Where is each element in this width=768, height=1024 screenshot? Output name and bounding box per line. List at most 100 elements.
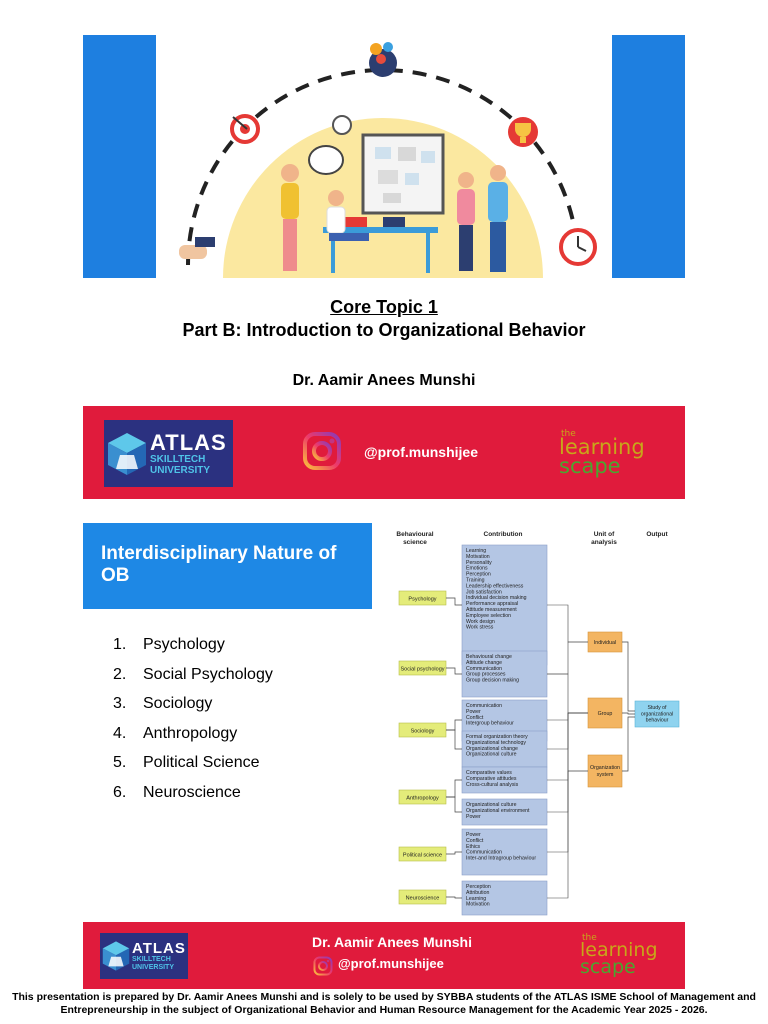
connector-line: [622, 641, 635, 712]
unit-box: [587, 754, 623, 788]
list-item-number: 2.: [113, 665, 127, 683]
list-item: 1.Psychology: [113, 636, 273, 666]
contribution-item: Work design: [466, 619, 495, 625]
contribution-box: [461, 828, 548, 876]
connector-line: [547, 641, 588, 675]
contribution-item: Cross-cultural analysis: [466, 782, 519, 788]
output-box: [634, 700, 680, 728]
contribution-item: Emotions: [466, 566, 488, 572]
connector-line: [622, 716, 635, 772]
title-block: Core Topic 1 Part B: Introduction to Org…: [0, 296, 768, 342]
contribution-item: Power: [466, 832, 481, 838]
contribution-item: Formal organization theory: [466, 734, 528, 740]
contribution-item: Organizational culture: [466, 802, 517, 808]
contribution-box: [461, 766, 548, 794]
list-item-label: Sociology: [143, 695, 213, 712]
connector-line: [547, 770, 588, 853]
connector-line: [446, 667, 462, 675]
section-heading: Interdisciplinary Nature of OB: [83, 523, 372, 609]
list-item-number: 5.: [113, 754, 127, 771]
contribution-item: Organizational culture: [466, 752, 517, 758]
hero-right-bar: [612, 35, 685, 278]
person-standing-pink: [457, 172, 475, 271]
contribution-item: Communication: [466, 703, 502, 709]
list-item-number: 1.: [113, 636, 127, 653]
list-item: 3.Sociology: [113, 695, 273, 725]
unit-label: Organization: [590, 765, 620, 771]
list-item-label: Political Science: [143, 754, 260, 771]
contribution-item: Organizational environment: [466, 808, 530, 814]
header-science: Behavioural: [396, 531, 433, 538]
top-banner: ATLAS SKILLTECH UNIVERSITY @prof.munshij…: [83, 406, 685, 499]
contribution-item: Power: [466, 709, 481, 715]
contribution-box: [461, 798, 548, 826]
footer-instagram-handle[interactable]: @prof.munshijee: [338, 956, 444, 971]
trophy-icon: [508, 117, 538, 147]
connector-line: [547, 712, 588, 721]
connector-line: [622, 712, 635, 715]
instagram-icon[interactable]: [302, 431, 342, 471]
contribution-item: Intergroup behaviour: [466, 721, 514, 727]
list-item: 4. Anthropology: [113, 725, 273, 755]
contribution-item: Conflict: [466, 715, 484, 721]
learning-scape-logo: the learning scape: [559, 429, 645, 478]
list-item-number: 6.: [113, 783, 127, 801]
contribution-item: Communication: [466, 850, 502, 856]
atlas-word: ATLAS: [150, 429, 227, 455]
author-name: Dr. Aamir Anees Munshi: [292, 372, 476, 389]
contribution-item: Motivation: [466, 902, 490, 908]
contribution-box: [461, 650, 548, 698]
unit-label: Group: [598, 711, 613, 717]
bottom-banner: ATLAS SKILLTECH UNIVERSITY Dr. Aamir Ane…: [83, 922, 685, 989]
connector-line: [446, 779, 462, 798]
hero-left-bar: [83, 35, 156, 278]
atlas-logo-small: ATLAS SKILLTECH UNIVERSITY: [100, 933, 188, 979]
contribution-item: Employee selection: [466, 613, 511, 619]
unit-box: [587, 697, 623, 729]
list-item: 5. Political Science: [113, 754, 273, 784]
atlas-sub-university: UNIVERSITY: [150, 464, 211, 476]
learning-scape-logo-small: the learning scape: [580, 933, 658, 979]
connector-line: [547, 673, 588, 714]
contribution-item: Attribution: [466, 890, 489, 896]
contribution-item: Power: [466, 814, 481, 820]
contribution-item: Training: [466, 578, 485, 584]
topic-title: Core Topic 1: [330, 297, 438, 317]
contribution-item: Leadership effectiveness: [466, 583, 524, 589]
output-label: organizational: [641, 711, 673, 717]
connector-line: [547, 712, 588, 899]
connector-line: [547, 712, 588, 750]
contribution-box: [461, 880, 548, 916]
footer-author-name: Dr. Aamir Anees Munshi: [312, 934, 473, 950]
contribution-item: Personality: [466, 560, 492, 566]
list-item-label: Anthropology: [143, 724, 238, 742]
contribution-item: Inter-and Intragroup behaviour: [466, 856, 536, 862]
handshake-icon: [179, 237, 215, 259]
atlas-cube-icon: [102, 941, 130, 971]
person-left: [281, 164, 299, 271]
list-item: 2. Social Psychology: [113, 666, 273, 696]
atlas-sub-skilltech: SKILLTECH: [150, 453, 206, 465]
connector-line: [547, 712, 588, 813]
target-icon: [230, 114, 260, 144]
science-label: Political science: [403, 853, 442, 859]
instagram-icon-small[interactable]: [313, 956, 333, 976]
contribution-item: Perception: [466, 572, 491, 578]
wall-clock-icon: [332, 115, 352, 135]
connector-line: [446, 896, 462, 899]
header-science: science: [403, 539, 427, 546]
atlas-cube-icon: [108, 432, 146, 475]
instagram-handle[interactable]: @prof.munshijee: [364, 444, 478, 460]
science-label: Social psychology: [400, 667, 444, 673]
connector-line: [446, 851, 462, 855]
office-team-illustration: [179, 42, 597, 278]
contribution-item: Group processes: [466, 672, 506, 678]
list-item-label: Social Psychology: [143, 665, 273, 683]
hero-illustration: [83, 35, 685, 278]
contribution-item: Organizational technology: [466, 740, 526, 746]
unit-label: system: [597, 772, 614, 778]
list-item-number: 4.: [113, 724, 127, 742]
contribution-item: Communication: [466, 666, 502, 672]
